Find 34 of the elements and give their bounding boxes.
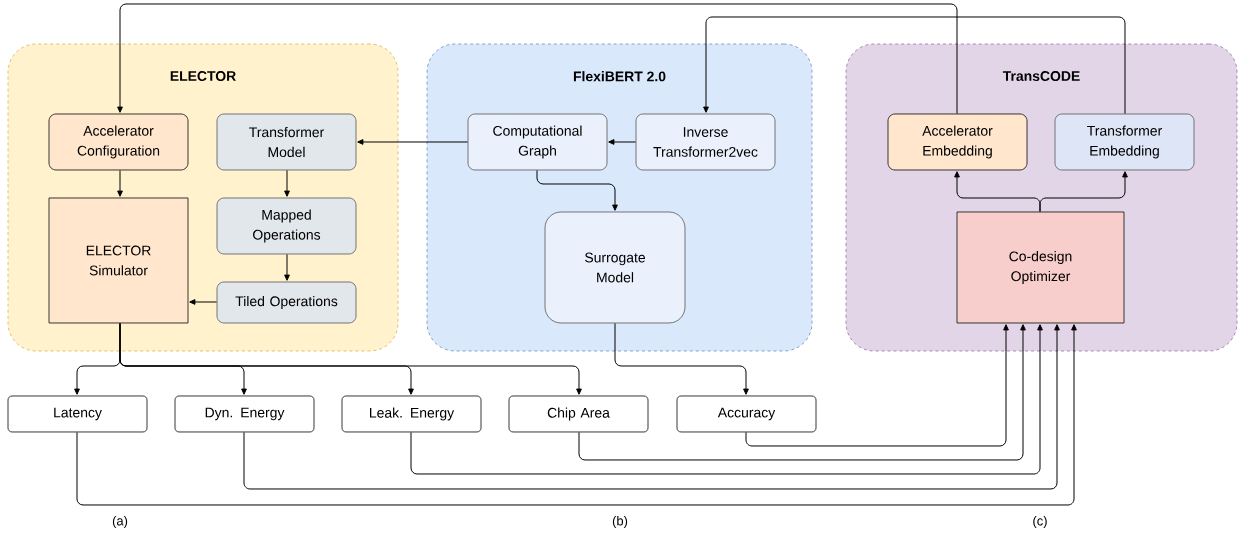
process-box: Accelerator Configuration: [48, 113, 189, 171]
arrow: [410, 324, 1043, 475]
process-box: Tiled Operations: [216, 281, 357, 324]
arrow: [614, 322, 749, 395]
process-box: Surrogate Model: [544, 211, 686, 324]
arrow: [608, 139, 637, 145]
arrow: [357, 139, 469, 145]
process-box: Co-design Optimizer: [956, 211, 1125, 324]
process-box: Accuracy: [676, 395, 817, 433]
process-box: Transformer Model: [216, 113, 357, 171]
arrow: [117, 3, 958, 115]
process-box: Inverse Transformer2vec: [635, 113, 776, 171]
arrow: [284, 253, 290, 281]
arrow: [119, 322, 582, 395]
panel-label: (a): [112, 515, 128, 528]
process-box: Latency: [7, 395, 148, 433]
arrow: [1039, 171, 1128, 213]
arrow: [189, 299, 218, 305]
process-box: Transformer Embedding: [1054, 113, 1195, 171]
arrow: [578, 324, 1026, 461]
arrow: [703, 16, 1126, 115]
arrow: [76, 324, 1077, 506]
arrow: [117, 169, 123, 197]
process-box: ELECTOR Simulator: [48, 197, 189, 324]
panel-label: (c): [1033, 515, 1047, 528]
process-box: Dyn. Energy: [174, 395, 315, 433]
process-box: Computational Graph: [467, 113, 608, 171]
process-box: Mapped Operations: [216, 197, 357, 255]
process-box: Chip Area: [508, 395, 649, 433]
process-box: Leak. Energy: [341, 395, 482, 433]
arrow: [243, 324, 1060, 490]
panel-label: (b): [612, 515, 628, 528]
process-box: Accelerator Embedding: [887, 113, 1028, 171]
arrow: [284, 169, 290, 197]
